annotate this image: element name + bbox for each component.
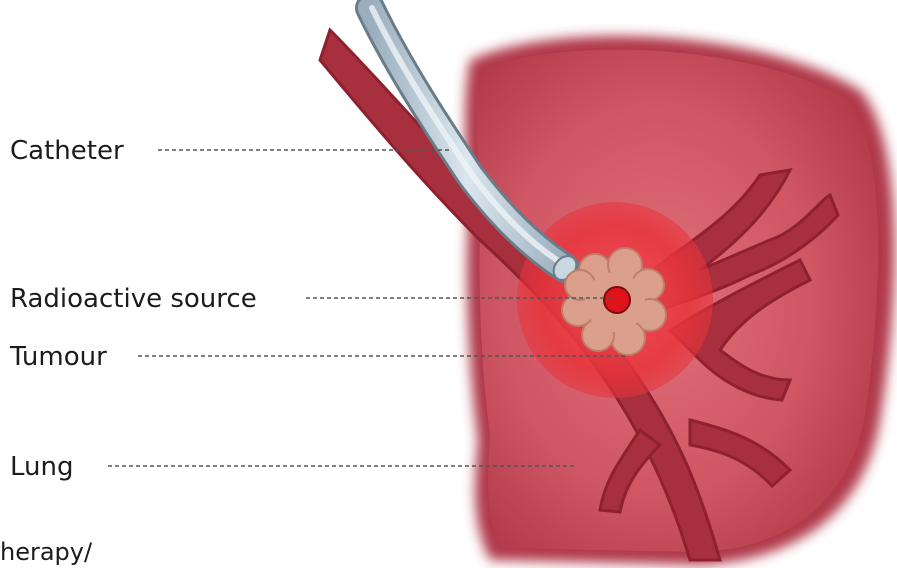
caption-fragment: herapy/ bbox=[0, 538, 93, 566]
radioactive-source-dot bbox=[604, 287, 630, 313]
label-radioactive-source: Radioactive source bbox=[10, 284, 257, 314]
label-catheter: Catheter bbox=[10, 136, 124, 166]
label-tumour: Tumour bbox=[9, 342, 107, 372]
label-lung: Lung bbox=[10, 452, 74, 482]
